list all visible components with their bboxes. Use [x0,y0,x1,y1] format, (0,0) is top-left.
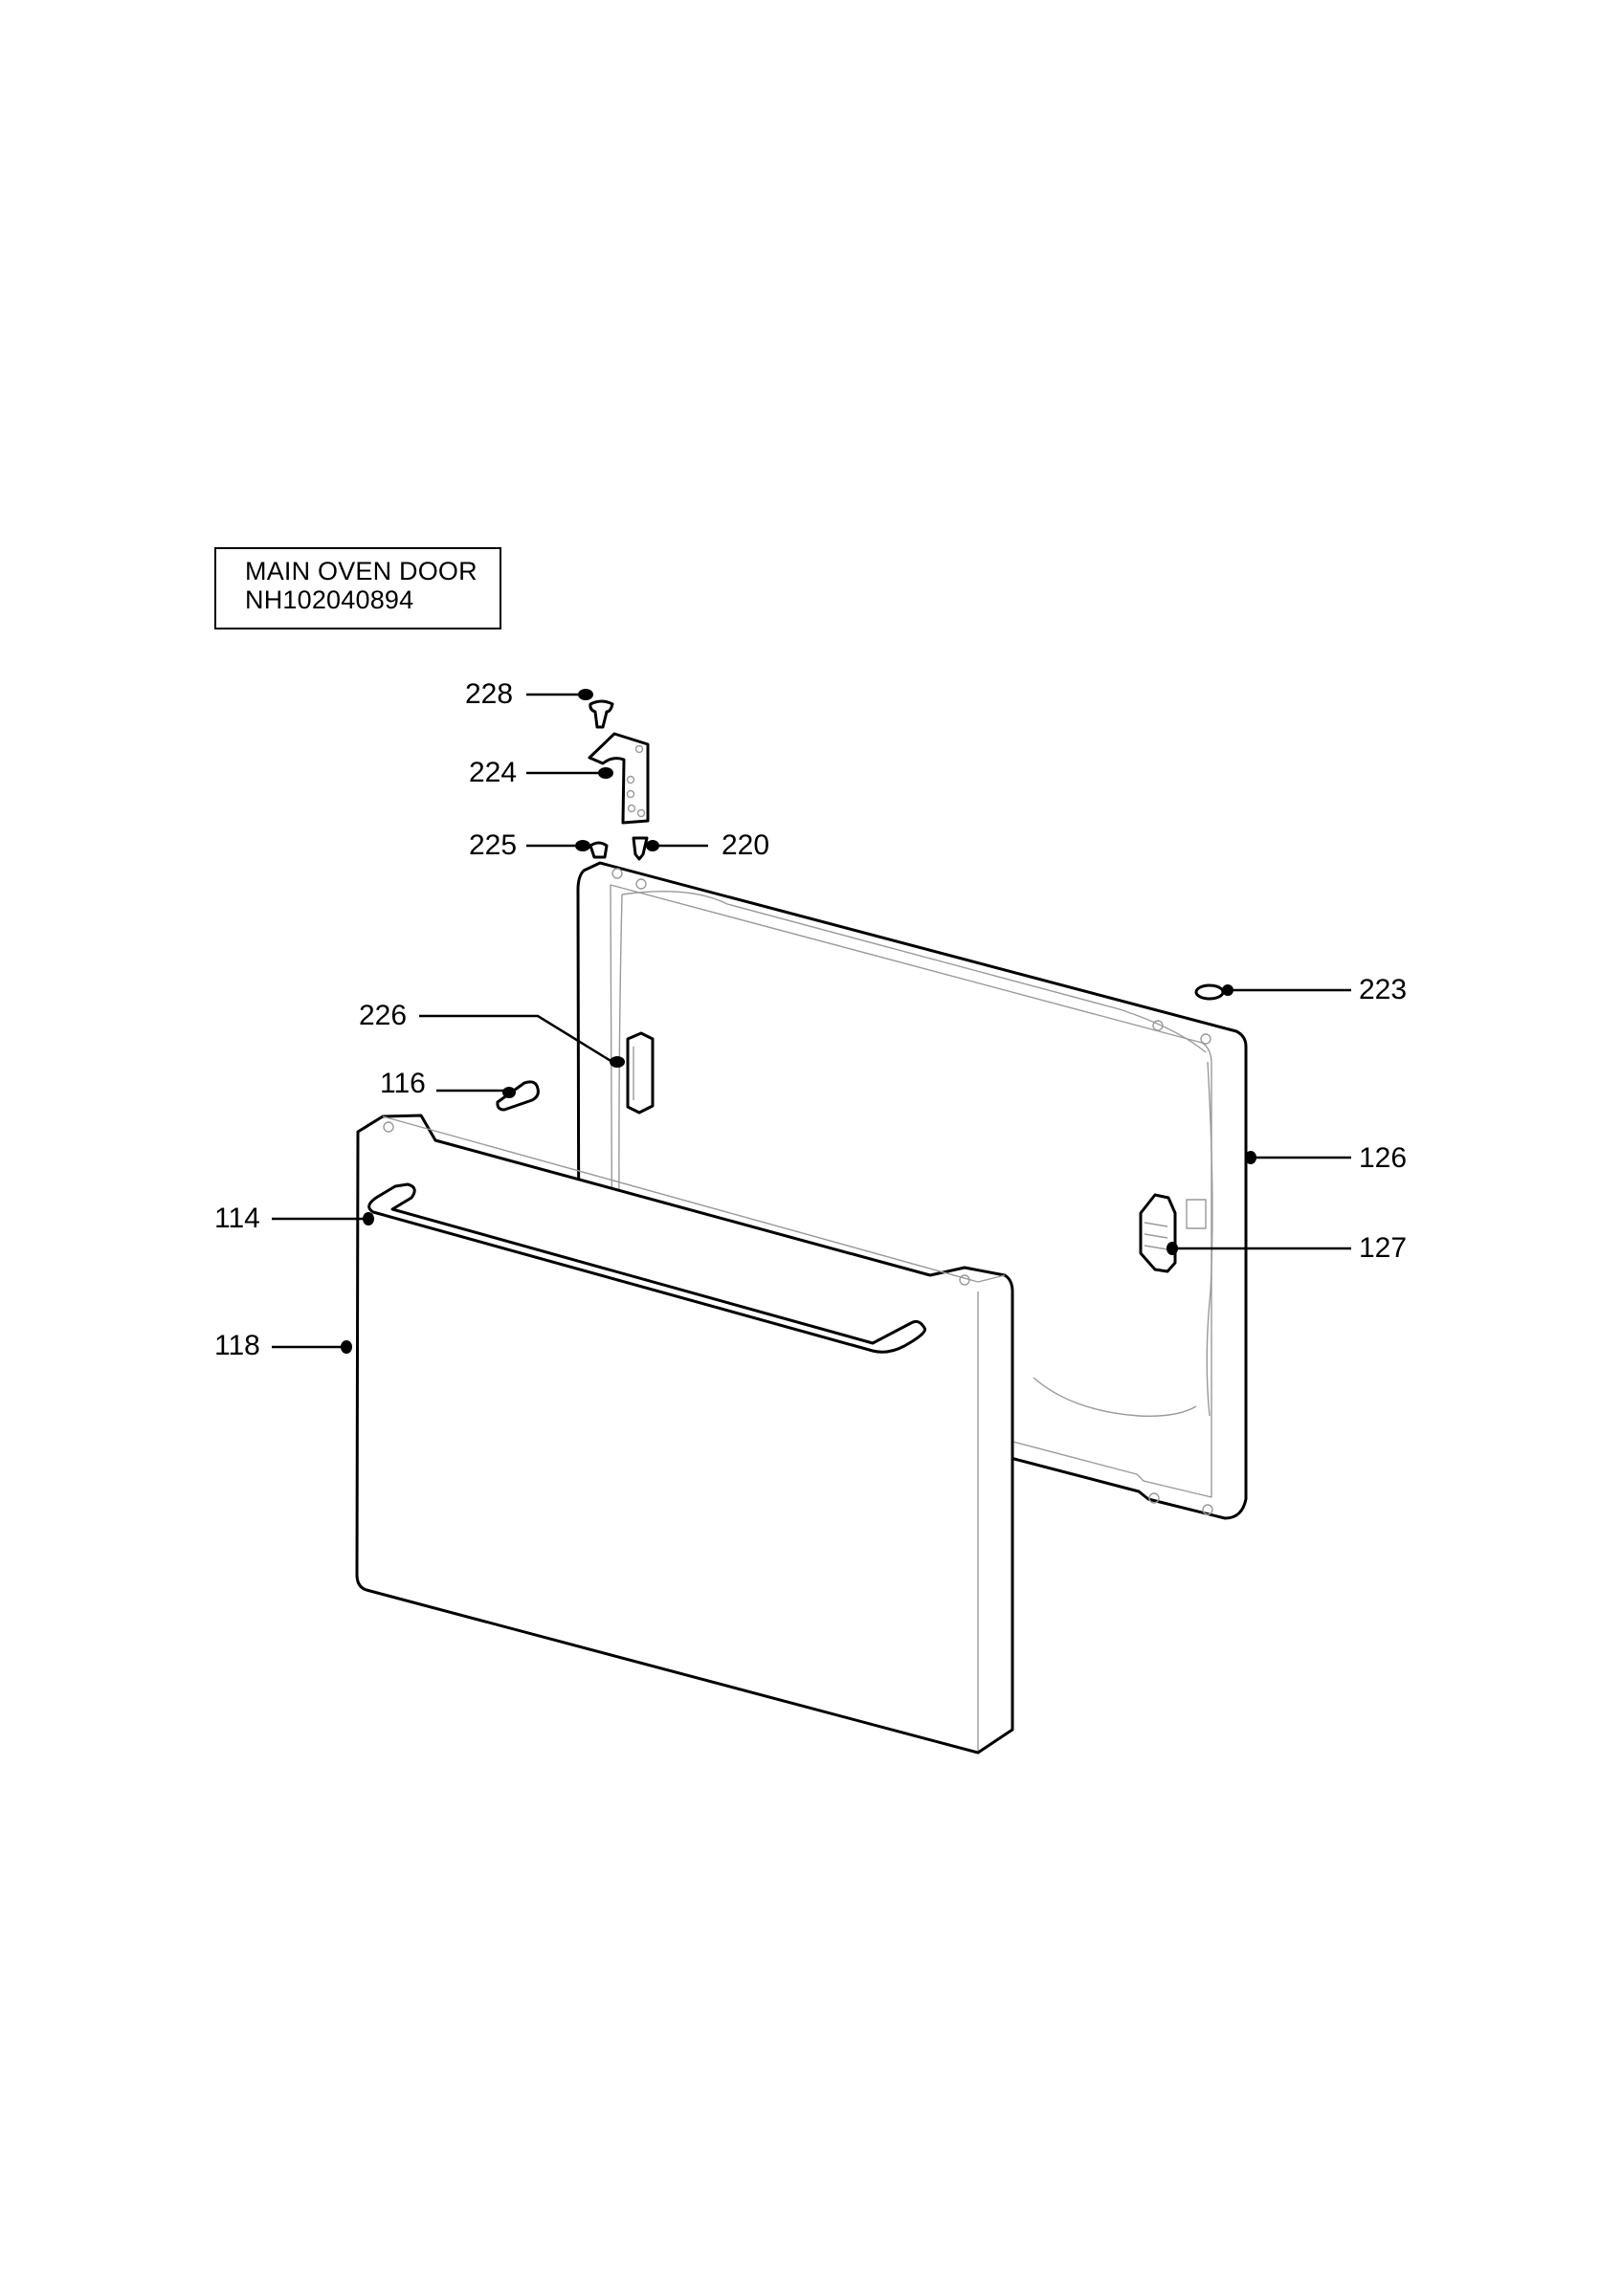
callout-220: 220 [722,829,770,861]
callout-116: 116 [380,1068,426,1099]
leader-116 [436,1087,516,1098]
leader-226 [419,1014,625,1068]
leader-114 [272,1212,374,1225]
callout-228: 228 [465,678,514,710]
door-catch [1139,1193,1207,1273]
outer-door-glass [355,1114,1014,1755]
diagram-title: MAIN OVEN DOOR [245,557,478,585]
callout-223: 223 [1359,974,1408,1005]
callout-226: 226 [359,1000,408,1031]
bush-225 [589,841,609,859]
callout-127: 127 [1359,1232,1408,1264]
callout-118: 118 [214,1330,260,1361]
callout-126: 126 [1359,1142,1408,1174]
leader-225 [526,840,590,851]
callout-114: 114 [214,1203,260,1234]
callout-224: 224 [469,757,518,788]
callout-225: 225 [469,829,518,861]
leader-118 [272,1340,352,1354]
washer-223 [1194,983,1225,1001]
leader-228 [526,689,593,700]
screw-116 [496,1080,540,1112]
hinge-bracket [588,732,650,825]
diagram-title-box: MAIN OVEN DOOR NH102040894 [214,547,501,629]
leader-223 [1222,984,1351,996]
door-handle [367,1182,927,1354]
leader-127 [1167,1242,1351,1255]
clip-220 [632,836,649,861]
screw-228 [589,699,614,729]
leader-220 [646,840,708,851]
leader-126 [1245,1151,1351,1164]
diagram-part-number: NH102040894 [245,585,414,614]
hinge-block [626,1031,655,1115]
leader-224 [526,767,613,779]
